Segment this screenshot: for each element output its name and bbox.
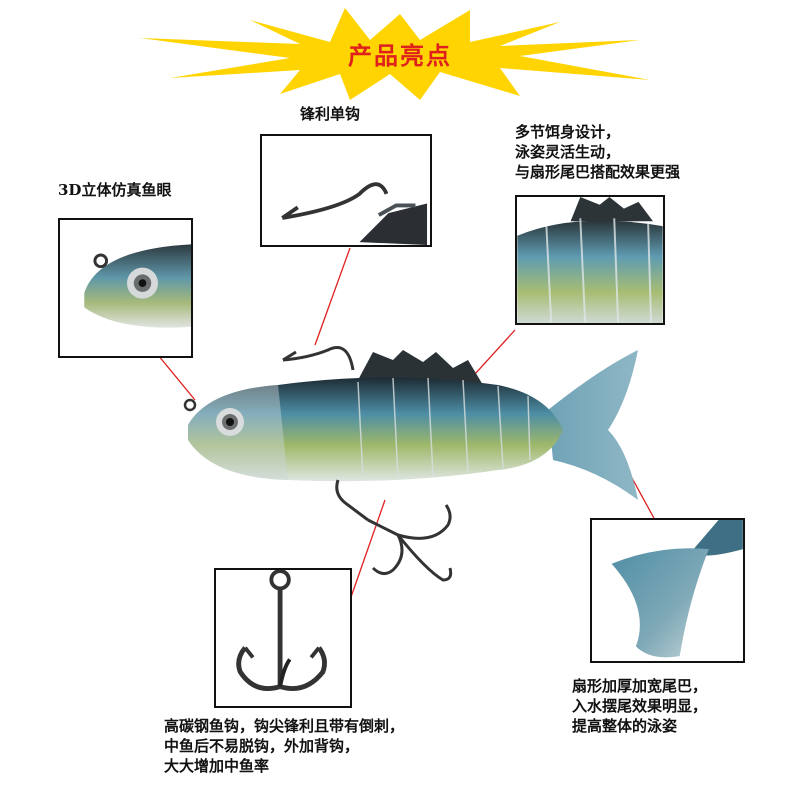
- segments-description: 多节饵身设计， 泳姿灵活生动， 与扇形尾巴搭配效果更强: [515, 122, 680, 182]
- tail-line-3: 提高整体的泳姿: [572, 717, 678, 735]
- segments-line-3: 与扇形尾巴搭配效果更强: [515, 163, 681, 181]
- tail-line-1: 扇形加厚加宽尾巴，: [572, 677, 708, 695]
- segments-line-1: 多节饵身设计，: [515, 123, 621, 141]
- single-hook-icon: [263, 136, 429, 245]
- treble-line-1: 高碳钢鱼钩，钩尖锋利且带有倒刺，: [164, 717, 405, 735]
- tail-box: [590, 518, 745, 663]
- single-hook-box: [260, 134, 432, 247]
- segments-line-2: 泳姿灵活生动，: [515, 143, 621, 161]
- single-hook-title: 锋利单钩: [300, 105, 361, 123]
- title-burst: [140, 8, 650, 100]
- swimbait-lure-icon: [183, 346, 638, 582]
- segments-box: [515, 195, 665, 325]
- tail-description: 扇形加厚加宽尾巴， 入水摆尾效果明显， 提高整体的泳姿: [572, 676, 707, 736]
- eye-box: [58, 218, 193, 358]
- page-title: 产品亮点: [348, 41, 452, 70]
- body-segments-icon: [517, 197, 663, 323]
- fish-tail-icon: [592, 520, 743, 661]
- tail-line-2: 入水摆尾效果明显，: [572, 697, 708, 715]
- treble-line-3: 大大增加中鱼率: [164, 757, 270, 775]
- eye-title: 3D立体仿真鱼眼: [58, 181, 172, 199]
- treble-hook-box: [214, 568, 352, 708]
- treble-line-2: 中鱼后不易脱钩，外加背钩，: [164, 737, 360, 755]
- treble-hook-description: 高碳钢鱼钩，钩尖锋利且带有倒刺， 中鱼后不易脱钩，外加背钩， 大大增加中鱼率: [164, 716, 404, 776]
- treble-hook-icon: [216, 570, 350, 706]
- fish-eye-icon: [60, 220, 191, 356]
